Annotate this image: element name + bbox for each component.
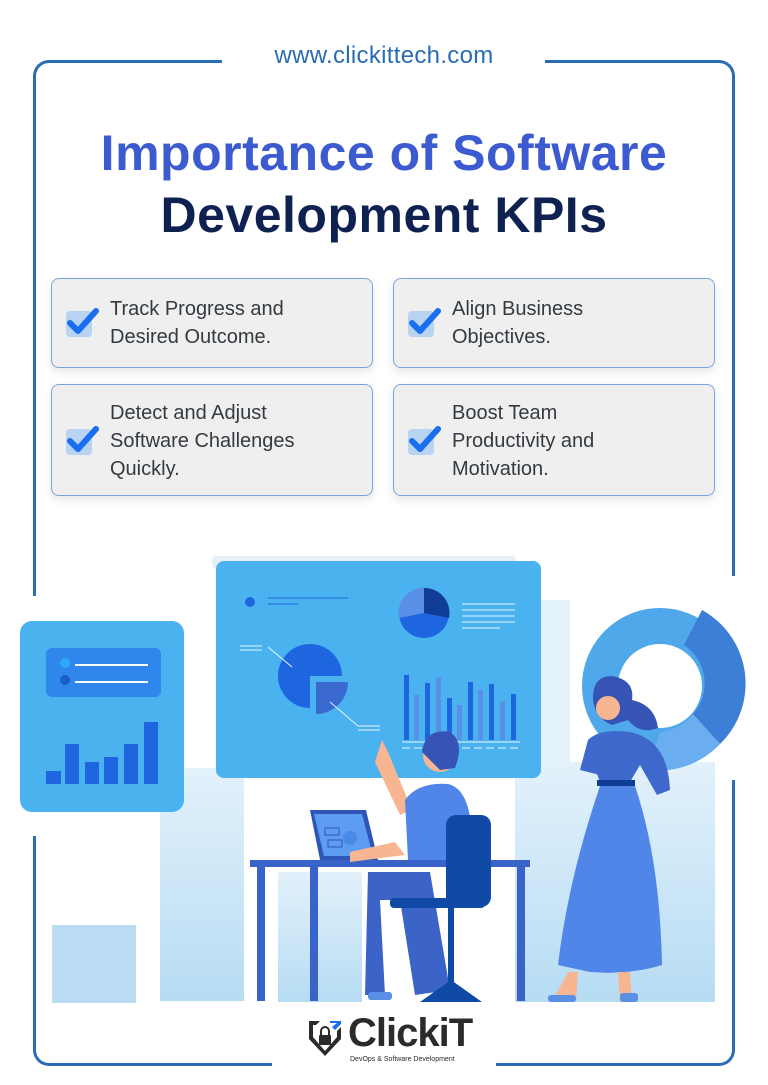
benefit-text-line: Objectives.	[452, 326, 551, 348]
benefit-card-detect-adjust: Detect and Adjust Software Challenges Qu…	[51, 384, 373, 496]
benefit-text-line: Track Progress and	[110, 298, 284, 320]
page-title-line2: Development KPIs	[160, 187, 608, 243]
benefit-text-line: Software Challenges	[110, 430, 295, 452]
benefit-text-line: Detect and Adjust	[110, 402, 267, 424]
benefit-text-line: Quickly.	[110, 458, 180, 480]
shield-lock-icon	[309, 1021, 341, 1056]
logo-tagline: DevOps & Software Development	[350, 1056, 455, 1063]
benefit-text-line: Desired Outcome.	[110, 326, 272, 348]
benefit-text-line: Boost Team	[452, 402, 558, 424]
benefit-card-align-business: Align Business Objectives.	[393, 278, 715, 368]
page-title-line1: Importance of Software	[100, 125, 668, 181]
benefit-text-line: Align Business	[452, 298, 584, 320]
benefit-text-line: Motivation.	[452, 458, 549, 480]
checkmark-icon	[408, 426, 441, 455]
checkmark-icon	[66, 308, 99, 337]
checkmark-icon	[66, 426, 99, 455]
logo-wordmark: ClickiT	[348, 1011, 473, 1055]
benefit-card-boost-team: Boost Team Productivity and Motivation.	[393, 384, 715, 496]
website-url[interactable]: www.clickittech.com	[274, 42, 494, 69]
benefit-card-track-progress: Track Progress and Desired Outcome.	[51, 278, 373, 368]
benefit-text-line: Productivity and	[452, 430, 595, 452]
checkmark-icon	[408, 308, 441, 337]
dashboard-illustration	[20, 556, 746, 1003]
clickit-logo[interactable]: ClickiT DevOps & Software Development	[306, 1011, 473, 1063]
